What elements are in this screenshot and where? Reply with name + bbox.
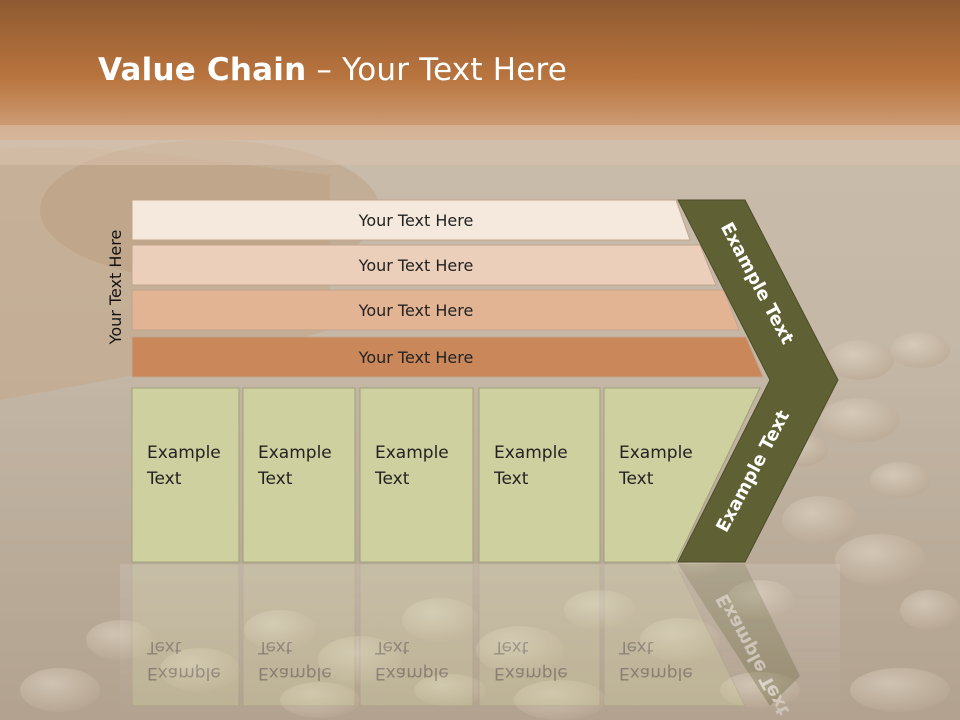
value-chain-row-label: Your Text Here bbox=[358, 301, 474, 320]
value-chain-row-bar bbox=[131, 244, 717, 286]
box-text-line1: Example bbox=[494, 443, 568, 463]
value-chain-row-label: Your Text Here bbox=[358, 211, 474, 230]
box-text-line1: Example bbox=[147, 443, 221, 463]
box-text-line1: Example bbox=[619, 443, 693, 463]
title-bold: Value Chain bbox=[98, 52, 307, 88]
header-band bbox=[0, 0, 960, 140]
value-chain-box bbox=[242, 387, 356, 563]
box-text-line2: Text bbox=[618, 469, 654, 489]
value-chain-box bbox=[131, 387, 240, 563]
box-text-line2: Text bbox=[374, 469, 410, 489]
box-text-line2: Text bbox=[493, 469, 529, 489]
value-chain-box bbox=[603, 387, 761, 563]
value-chain-row-bar bbox=[131, 289, 740, 331]
box-text-line1: Example bbox=[375, 443, 449, 463]
value-chain-row-label: Your Text Here bbox=[358, 348, 474, 367]
title-rest: – Your Text Here bbox=[306, 52, 568, 88]
value-chain-row-bar bbox=[131, 199, 691, 241]
box-text-line1: Example bbox=[258, 443, 332, 463]
page-title: Value Chain – Your Text Here bbox=[98, 52, 567, 88]
side-label: Your Text Here bbox=[106, 230, 125, 346]
value-chain-row-bar bbox=[131, 336, 764, 378]
reflection: ExampleTextExampleTextExampleTextExample… bbox=[120, 563, 840, 720]
box-text-line2: Text bbox=[257, 469, 293, 489]
value-chain-box bbox=[359, 387, 474, 563]
value-chain-box bbox=[478, 387, 601, 563]
value-chain-row-label: Your Text Here bbox=[358, 256, 474, 275]
box-text-line2: Text bbox=[146, 469, 182, 489]
